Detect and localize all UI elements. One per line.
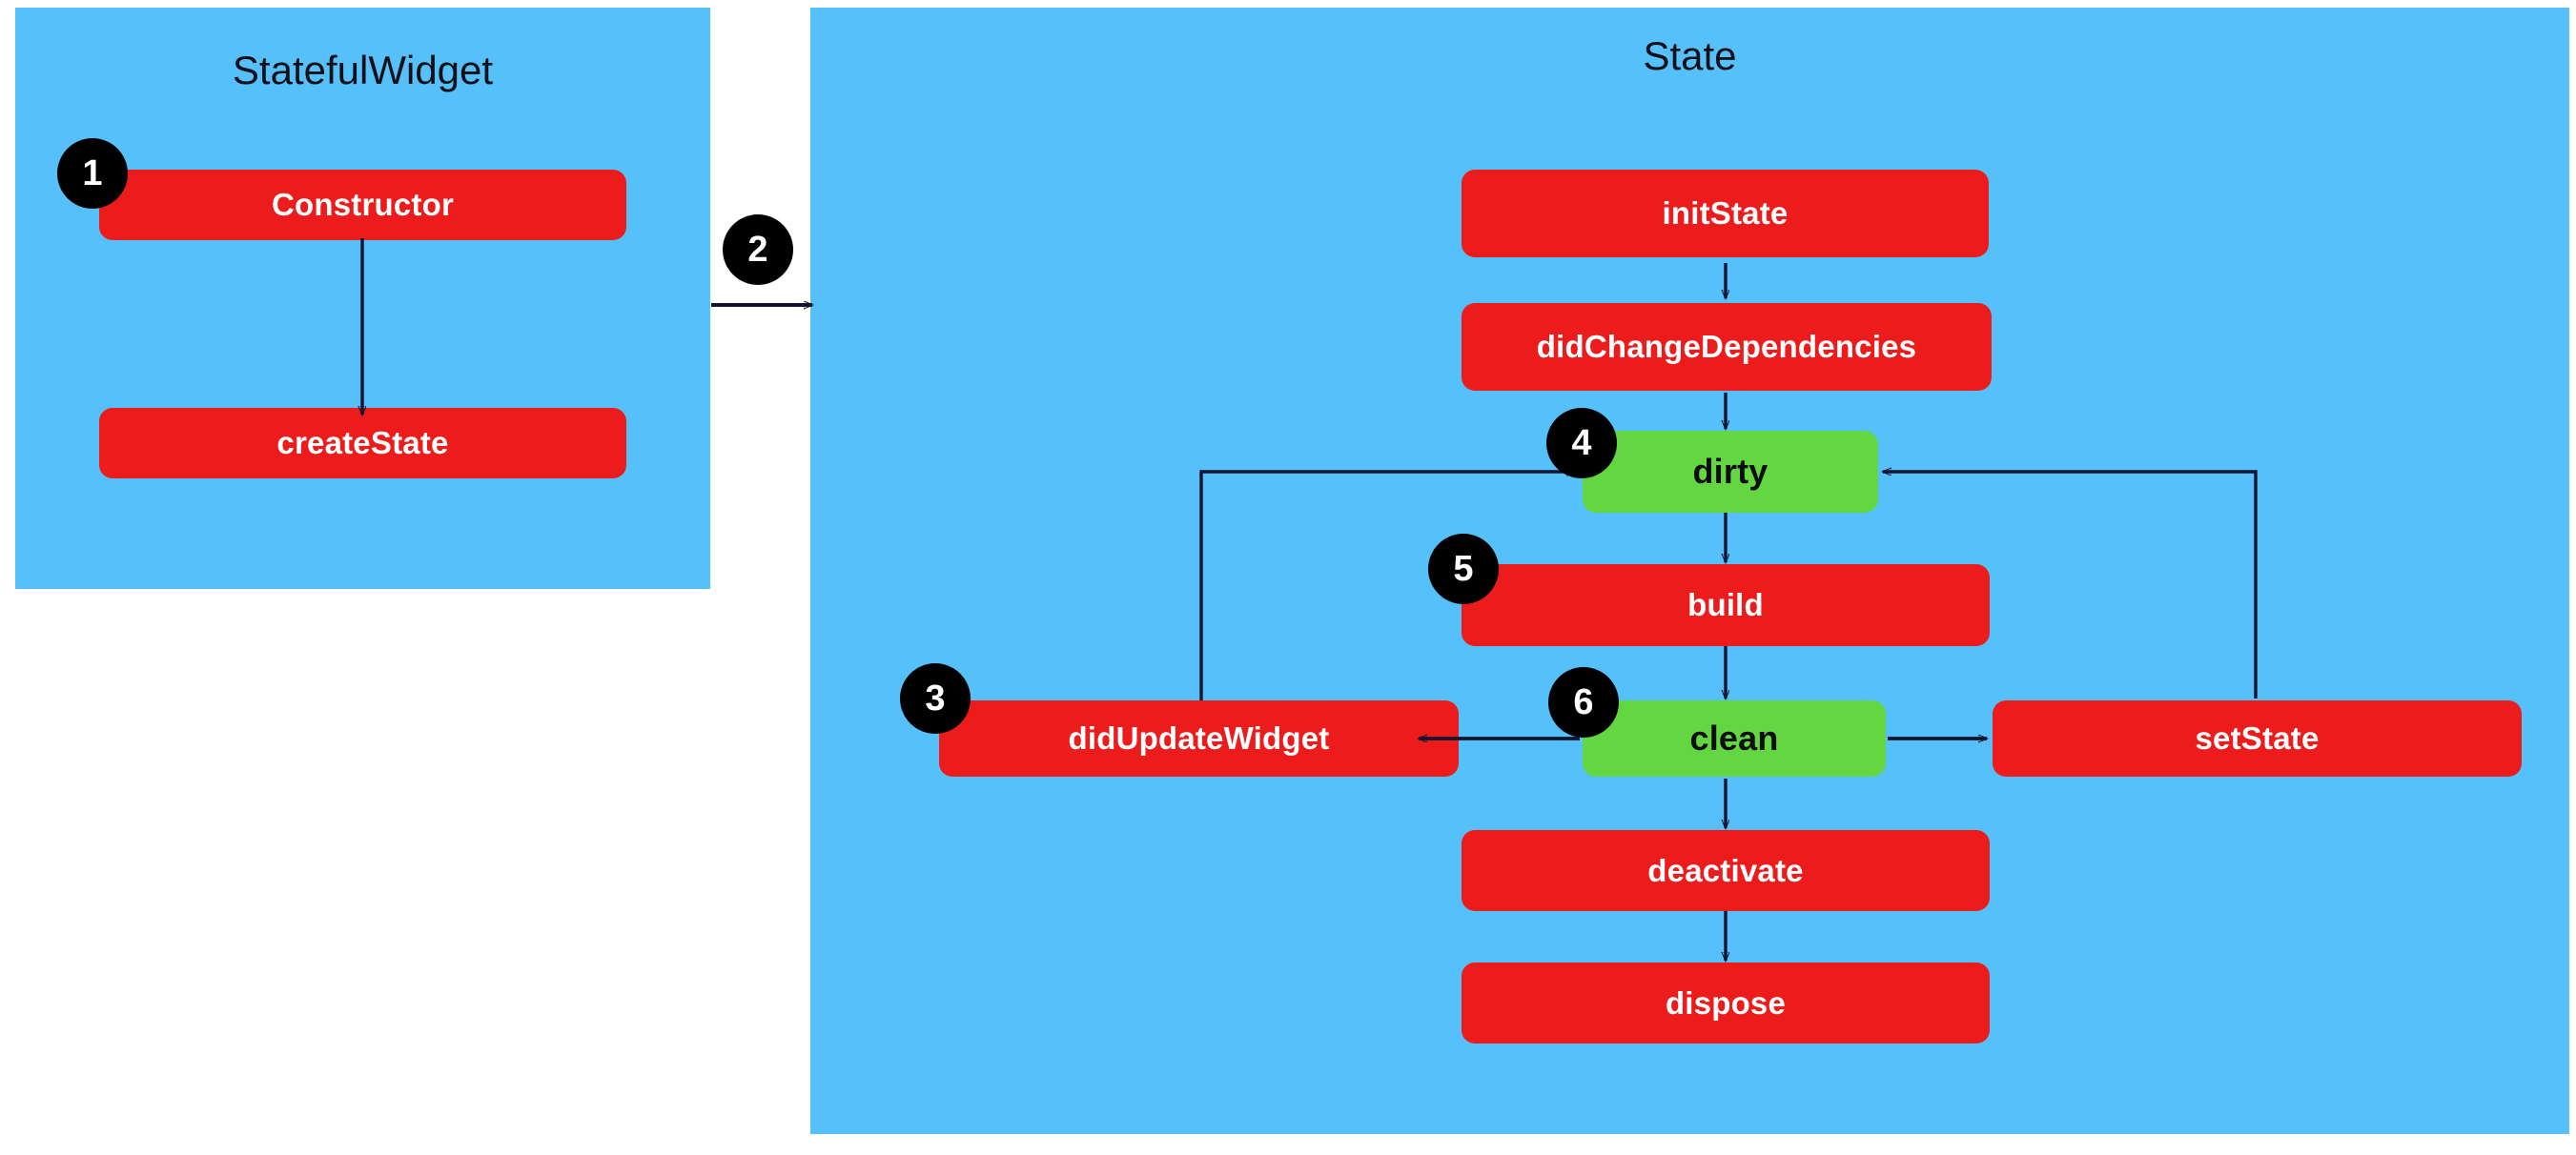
badge-step-2: 2 (723, 214, 793, 285)
node-build-label: build (1687, 587, 1764, 622)
node-createstate[interactable]: createState (99, 408, 626, 478)
badge-step-1-number: 1 (82, 152, 103, 193)
node-didupdatewidget[interactable]: didUpdateWidget (939, 700, 1459, 777)
node-clean[interactable]: clean (1583, 700, 1886, 777)
badge-step-4-number: 4 (1571, 422, 1592, 463)
badge-step-5-number: 5 (1453, 548, 1474, 589)
badge-step-3-number: 3 (925, 678, 946, 719)
node-clean-label: clean (1689, 719, 1779, 758)
node-constructor[interactable]: Constructor (99, 170, 626, 240)
node-didchangedependencies[interactable]: didChangeDependencies (1462, 303, 1992, 391)
badge-step-2-number: 2 (747, 229, 768, 270)
badge-step-4: 4 (1546, 408, 1617, 478)
badge-step-6-number: 6 (1573, 681, 1594, 722)
panel-title-stateful-widget: StatefulWidget (232, 48, 494, 92)
badge-step-5: 5 (1428, 534, 1499, 604)
panel-title-state: State (1643, 33, 1737, 78)
node-constructor-label: Constructor (271, 187, 455, 222)
node-didchangedependencies-label: didChangeDependencies (1536, 329, 1917, 364)
badge-step-6: 6 (1548, 667, 1619, 738)
node-dirty-label: dirty (1692, 452, 1768, 491)
node-build[interactable]: build (1462, 564, 1990, 646)
node-dirty[interactable]: dirty (1583, 431, 1878, 513)
node-initstate[interactable]: initState (1462, 170, 1989, 257)
node-didupdatewidget-label: didUpdateWidget (1068, 720, 1330, 756)
node-deactivate[interactable]: deactivate (1462, 830, 1990, 911)
node-deactivate-label: deactivate (1647, 852, 1804, 888)
node-initstate-label: initState (1662, 195, 1789, 231)
node-createstate-label: createState (276, 425, 449, 460)
node-setstate-label: setState (2195, 720, 2320, 756)
node-setstate[interactable]: setState (1993, 700, 2522, 777)
panel-stateful-widget (15, 8, 710, 589)
badge-step-1: 1 (57, 138, 128, 209)
node-dispose[interactable]: dispose (1462, 962, 1990, 1044)
badge-step-3: 3 (900, 663, 971, 734)
node-dispose-label: dispose (1665, 984, 1787, 1021)
